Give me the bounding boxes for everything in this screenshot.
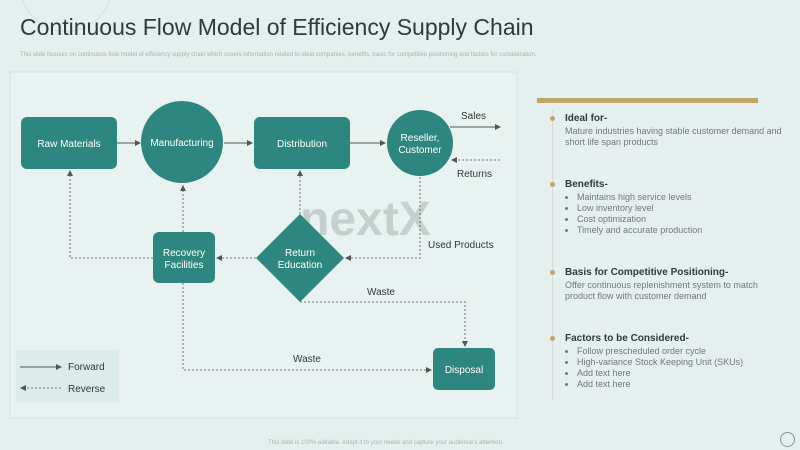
- list-item: Low inventory level: [577, 203, 785, 214]
- node-label: Customer: [398, 145, 442, 156]
- label-sales: Sales: [461, 111, 486, 122]
- label-waste: Waste: [293, 354, 321, 365]
- section-factors: Factors to be Considered- Follow presche…: [550, 333, 785, 390]
- bullet-dot-icon: [550, 116, 555, 121]
- gold-accent-bar: [537, 98, 758, 103]
- list-item: High-variance Stock Keeping Unit (SKUs): [577, 357, 785, 368]
- label-returns: Returns: [457, 169, 492, 180]
- node-disposal: Disposal: [433, 348, 495, 390]
- legend-forward-label: Forward: [68, 362, 105, 373]
- node-raw-materials: Raw Materials: [21, 117, 117, 169]
- list-item: Maintains high service levels: [577, 192, 785, 203]
- node-label: Disposal: [445, 365, 483, 376]
- legend-reverse-label: Reverse: [68, 384, 106, 395]
- list-item: Follow prescheduled order cycle: [577, 346, 785, 357]
- arrow-return-waste: [300, 301, 468, 347]
- arrow-used-products: [345, 177, 421, 261]
- section-ideal-for: Ideal for- Mature industries having stab…: [550, 113, 785, 148]
- section-title: Benefits-: [565, 179, 608, 190]
- section-competitive-positioning: Basis for Competitive Positioning- Offer…: [550, 267, 785, 302]
- bullet-dot-icon: [550, 182, 555, 187]
- section-title: Ideal for-: [565, 113, 608, 124]
- node-manufacturing: Manufacturing: [141, 101, 223, 183]
- node-reseller-customer: Reseller, Customer: [387, 110, 453, 176]
- section-title: Factors to be Considered-: [565, 333, 689, 344]
- node-label: Manufacturing: [150, 138, 213, 149]
- section-text: Mature industries having stable customer…: [565, 126, 782, 147]
- arrow-recovery-waste: [182, 283, 432, 373]
- bullet-dot-icon: [550, 270, 555, 275]
- footer-note: This slide is 100% editable. Adapt it to…: [268, 440, 504, 446]
- list-item: Timely and accurate production: [577, 225, 785, 236]
- list-item: Cost optimization: [577, 214, 785, 225]
- node-label: Education: [278, 260, 322, 271]
- label-used-products: Used Products: [428, 240, 494, 251]
- circle-icon: [780, 432, 795, 447]
- list-item: Add text here: [577, 379, 785, 390]
- node-label: Reseller,: [401, 133, 440, 144]
- node-distribution: Distribution: [254, 117, 350, 169]
- node-label: Distribution: [277, 139, 327, 150]
- page-title: Continuous Flow Model of Efficiency Supp…: [20, 14, 534, 40]
- section-benefits: Benefits- Maintains high service levels …: [550, 179, 785, 236]
- list-item: Add text here: [577, 368, 785, 379]
- bullet-dot-icon: [550, 336, 555, 341]
- timeline-line: [552, 110, 553, 400]
- section-text: Offer continuous replenishment system to…: [565, 280, 758, 301]
- page-subtitle: This slide focuses on continuous flow mo…: [20, 52, 537, 58]
- label-waste: Waste: [367, 287, 395, 298]
- arrow-recovery-to-raw: [67, 170, 153, 259]
- node-return-education: Return Education: [256, 214, 344, 302]
- node-label: Return: [285, 248, 315, 259]
- node-label: Facilities: [165, 260, 204, 271]
- node-label: Recovery: [163, 248, 205, 259]
- node-recovery-facilities: Recovery Facilities: [153, 232, 215, 283]
- legend: Forward Reverse: [16, 350, 119, 403]
- section-title: Basis for Competitive Positioning-: [565, 267, 729, 278]
- node-label: Raw Materials: [37, 139, 100, 150]
